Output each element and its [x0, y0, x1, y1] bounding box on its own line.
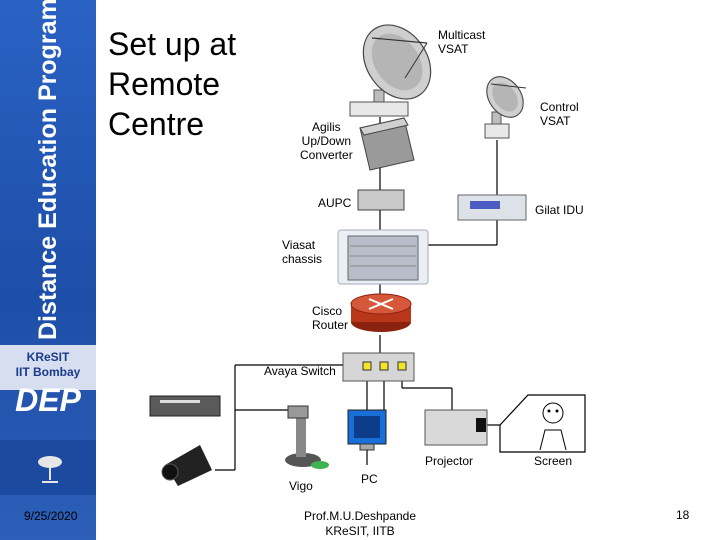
label-pc: PC: [361, 472, 378, 486]
slide-title: Set up at Remote Centre: [108, 26, 237, 142]
multicast-vsat-dish-icon: [349, 24, 432, 117]
cisco-router-icon: [350, 293, 412, 332]
label-viasat-chassis: Viasat chassis: [282, 238, 323, 266]
vigo-document-camera-icon: [285, 405, 329, 469]
label-vigo: Vigo: [289, 479, 313, 493]
label-projector: Projector: [425, 454, 474, 468]
projector-icon: [424, 409, 488, 446]
pc-monitor-icon: [347, 409, 387, 451]
label-cisco-router: Cisco Router: [312, 304, 349, 332]
label-avaya-switch: Avaya Switch: [264, 364, 336, 378]
footer-page-number: 18: [676, 508, 690, 522]
screen-icon: [499, 394, 586, 453]
label-aupc: AUPC: [318, 196, 352, 210]
label-agilis-converter: Agilis Up/Down Converter: [300, 120, 353, 162]
avaya-switch-icon: [342, 352, 415, 382]
label-multicast-vsat: Multicast VSAT: [438, 28, 486, 56]
control-vsat-dish-icon: [484, 76, 527, 139]
footer-author: Prof.M.U.Deshpande KReSIT, IITB: [303, 509, 417, 538]
video-camera-icon: [161, 445, 212, 486]
label-gilat-idu: Gilat IDU: [535, 203, 584, 217]
banner-org-line2: IIT Bombay: [15, 365, 81, 379]
footer-date: 9/25/2020: [24, 509, 78, 523]
banner-dep: DEP: [15, 382, 81, 418]
codec-unit-icon: [149, 395, 221, 417]
agilis-converter-icon: [359, 117, 415, 171]
label-control-vsat: Control VSAT: [540, 100, 579, 128]
viasat-chassis-icon: [337, 229, 429, 285]
label-screen: Screen: [534, 454, 573, 468]
banner-org: KReSIT IIT Bombay: [0, 350, 96, 380]
banner-org-line1: KReSIT: [26, 350, 70, 364]
side-banner: Distance Education Program KReSIT IIT Bo…: [0, 0, 96, 540]
aupc-box-icon: [357, 189, 405, 211]
banner-background: [0, 0, 96, 540]
gilat-idu-icon: [457, 194, 527, 221]
